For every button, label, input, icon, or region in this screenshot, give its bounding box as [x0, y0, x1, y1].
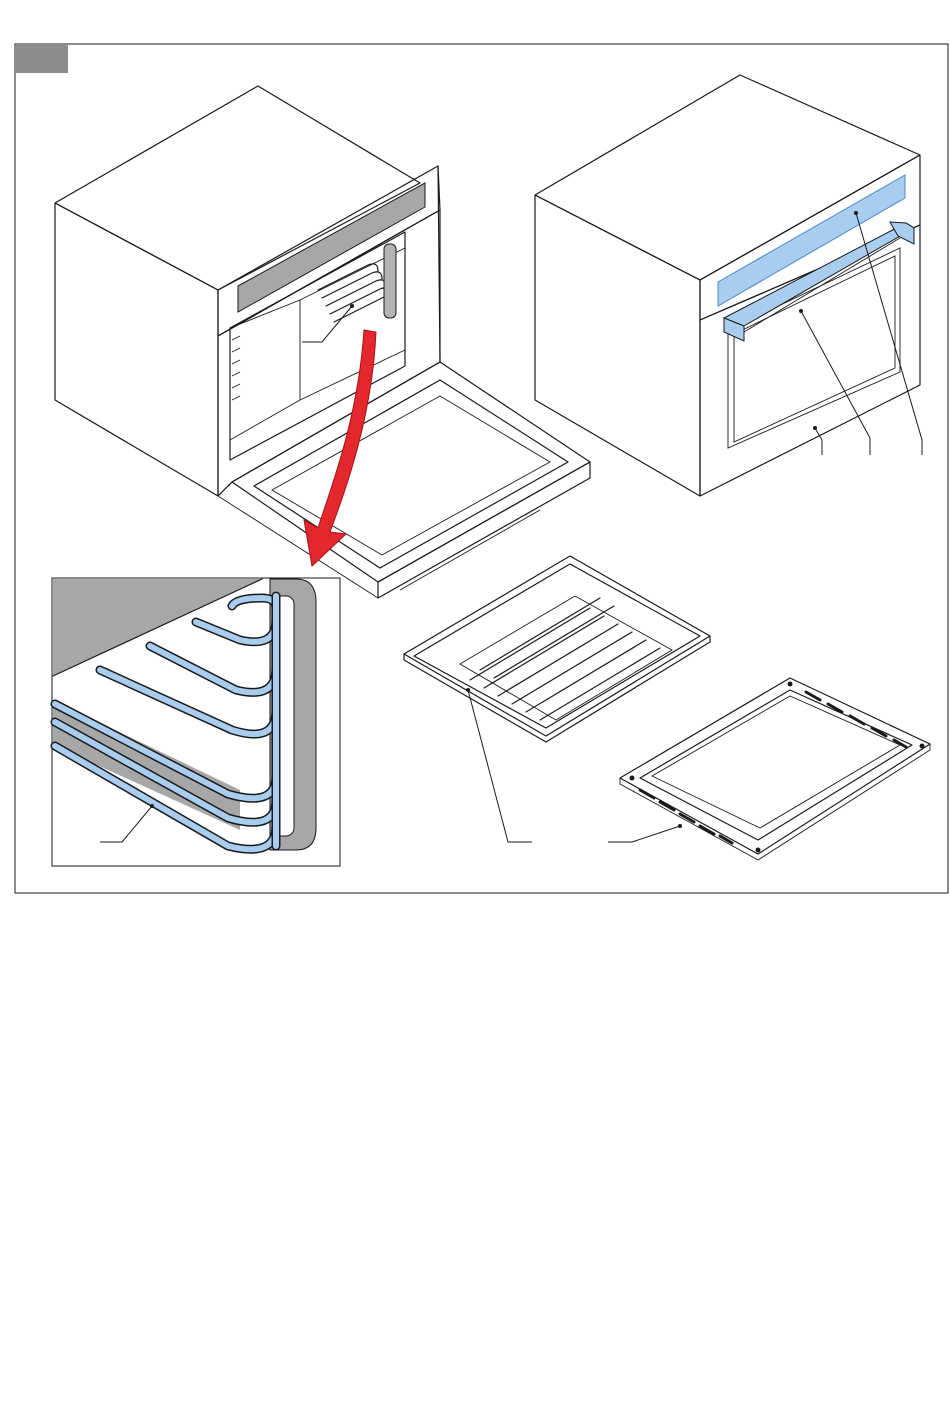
shelf-rails-detail — [52, 578, 340, 866]
figure-tab — [16, 45, 68, 73]
